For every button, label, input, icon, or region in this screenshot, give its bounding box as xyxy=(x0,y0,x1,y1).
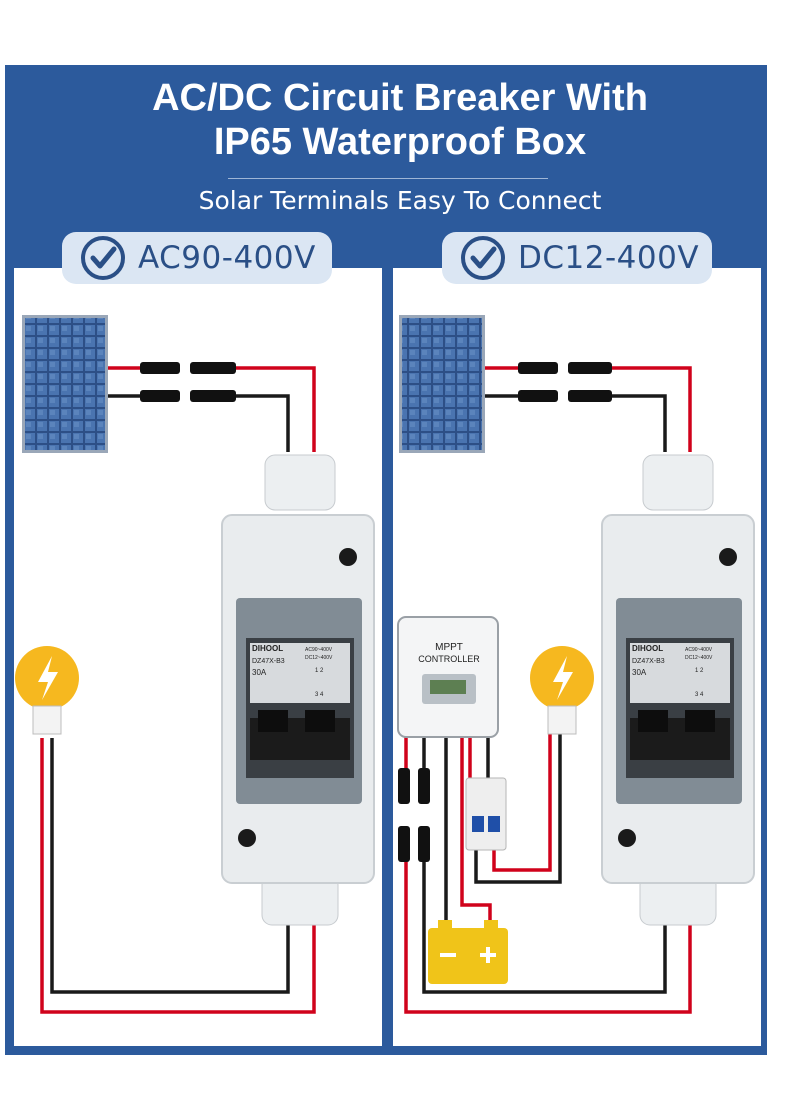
breaker-brand: DIHOOL xyxy=(252,644,283,653)
ac-breaker-box xyxy=(221,454,375,926)
breaker-rating-ac: AC90~400V xyxy=(305,647,333,653)
dc-voltage-label: DC12-400V xyxy=(518,240,700,276)
breaker-poles-top: 1 2 xyxy=(315,668,324,674)
breaker-rating-ac: AC90~400V xyxy=(685,647,713,653)
page-title-line1: AC/DC Circuit Breaker With xyxy=(152,77,648,119)
dc-wires xyxy=(404,366,692,1014)
breaker-model: DZ47X-B3 xyxy=(252,658,285,665)
solar-panel-icon xyxy=(22,315,108,453)
ac-voltage-label: AC90-400V xyxy=(138,240,316,276)
dc-breaker-box xyxy=(601,454,755,926)
check-circle-icon xyxy=(81,236,125,280)
ac-diagram xyxy=(15,315,375,1014)
check-circle-icon xyxy=(461,236,505,280)
lightning-bulb-icon xyxy=(530,646,594,735)
solar-panel-icon xyxy=(399,315,485,453)
breaker-poles-bottom: 3 4 xyxy=(315,692,324,698)
breaker-rating-dc: DC12~400V xyxy=(685,655,713,661)
ac-breaker-labels: DIHOOL DZ47X-B3 30A AC90~400V DC12~400V … xyxy=(252,644,333,698)
breaker-model: DZ47X-B3 xyxy=(632,658,665,665)
dc-voltage-badge: DC12-400V xyxy=(442,232,712,284)
controller-label-line2: CONTROLLER xyxy=(418,654,480,664)
title-divider xyxy=(228,178,548,179)
breaker-current: 30A xyxy=(252,668,267,677)
dc-diagram: MPPT CONTROLLER xyxy=(397,315,755,1014)
page-title-line2: IP65 Waterproof Box xyxy=(213,121,587,163)
breaker-rating-dc: DC12~400V xyxy=(305,655,333,661)
mppt-controller: MPPT CONTROLLER xyxy=(397,616,499,738)
lightning-bulb-icon xyxy=(15,646,79,735)
breaker-poles-bottom: 3 4 xyxy=(695,692,704,698)
mc4-connectors xyxy=(140,362,236,402)
page-subtitle: Solar Terminals Easy To Connect xyxy=(198,186,602,215)
battery-icon xyxy=(428,920,508,984)
breaker-poles-top: 1 2 xyxy=(695,668,704,674)
dc-breaker-labels: DIHOOL DZ47X-B3 30A AC90~400V DC12~400V … xyxy=(632,644,713,698)
mc4-connectors xyxy=(398,362,612,862)
ac-wires xyxy=(40,366,316,1014)
breaker-current: 30A xyxy=(632,668,647,677)
dc-mini-breaker xyxy=(465,777,507,851)
breaker-brand: DIHOOL xyxy=(632,644,663,653)
ac-voltage-badge: AC90-400V xyxy=(62,232,332,284)
controller-label-line1: MPPT xyxy=(435,642,463,653)
